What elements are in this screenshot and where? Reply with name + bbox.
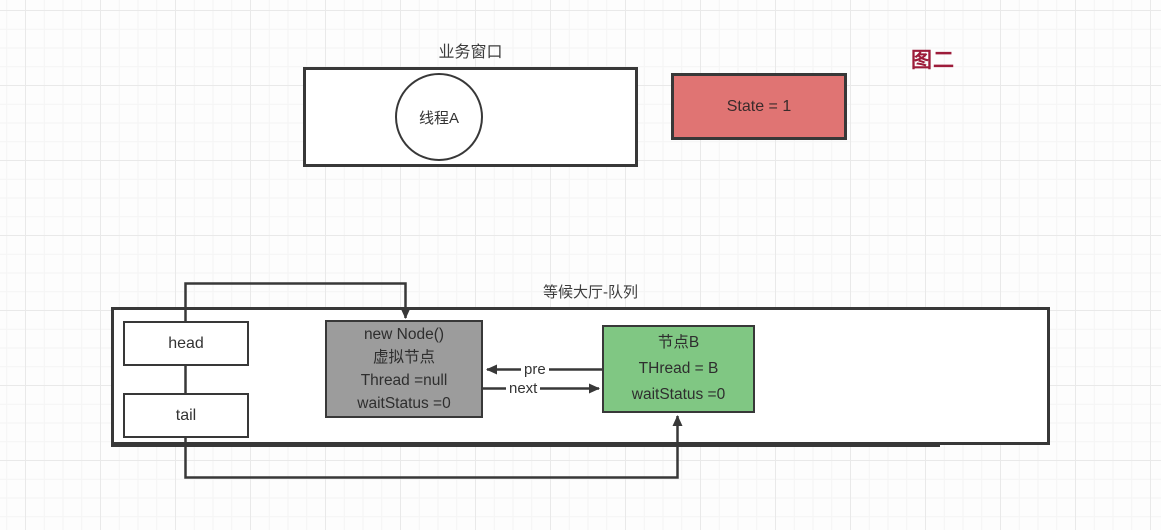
tail-pointer-box: tail: [123, 393, 249, 438]
node-b-line: waitStatus =0: [631, 386, 726, 403]
dummy-node-box: new Node() 虚拟节点 Thread =null waitStatus …: [325, 320, 483, 418]
figure-caption: 图二: [911, 49, 955, 72]
state-box: State = 1: [671, 73, 847, 140]
dummy-node-line: 虚拟节点: [372, 349, 435, 366]
tail-label: tail: [175, 406, 197, 424]
dummy-node-line: waitStatus =0: [357, 395, 451, 412]
thread-a-label: 线程A: [418, 109, 459, 127]
dummy-node-line: new Node(): [363, 326, 445, 343]
head-pointer-box: head: [123, 321, 249, 366]
node-b-line: 节点B: [657, 334, 700, 351]
dummy-node-line: Thread =null: [360, 372, 448, 389]
queue-container-box: [111, 307, 1050, 445]
queue-title: 等候大厅-队列: [543, 284, 638, 301]
node-b-box: 节点B THread = B waitStatus =0: [602, 325, 755, 413]
head-label: head: [168, 334, 204, 352]
thread-a-circle: 线程A: [395, 73, 483, 161]
node-b-line: THread = B: [638, 360, 719, 377]
state-label: State = 1: [726, 97, 792, 115]
next-edge-label: next: [506, 380, 541, 398]
business-window-title: 业务窗口: [438, 44, 503, 61]
queue-bottom-border-segment: [111, 444, 940, 447]
pre-edge-label: pre: [521, 361, 549, 379]
